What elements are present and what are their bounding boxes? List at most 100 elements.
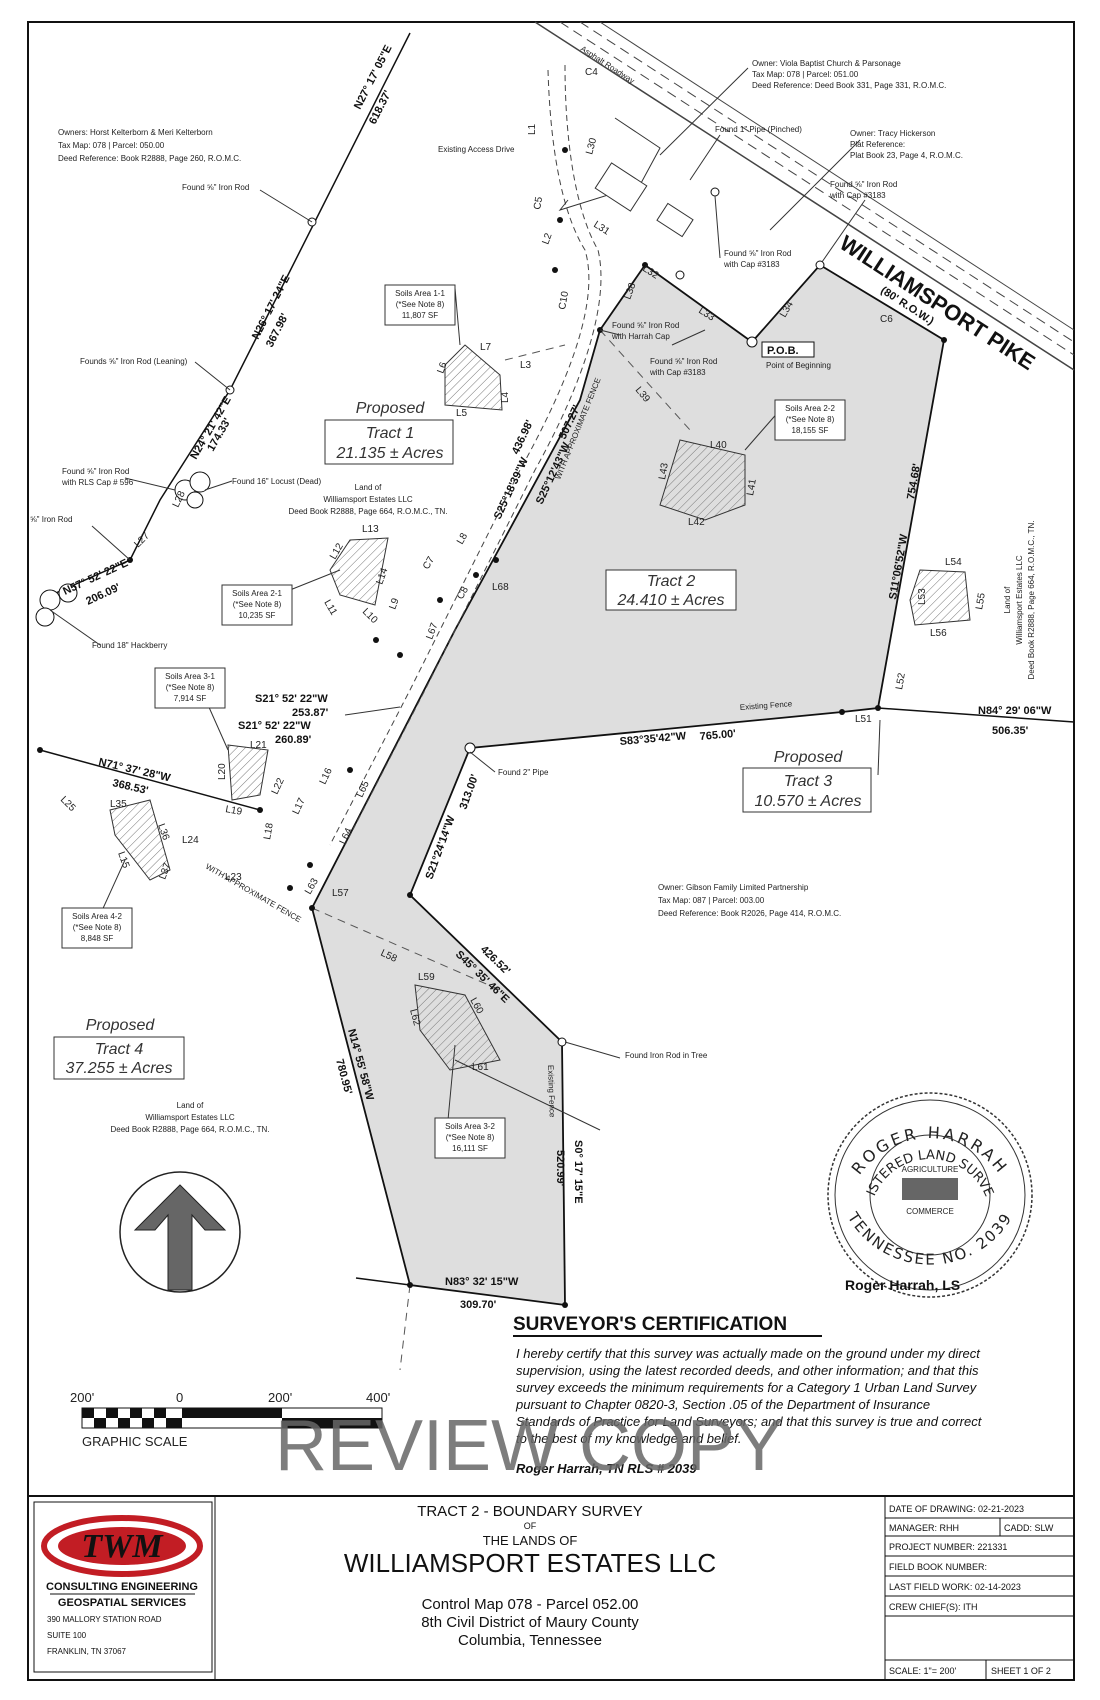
gibson-line-2: Tax Map: 087 | Parcel: 003.00 bbox=[658, 896, 765, 905]
soils-1-1-name: Soils Area 1-1 bbox=[395, 289, 445, 298]
twm-logo: TWM bbox=[41, 1515, 203, 1577]
line-l56: L56 bbox=[930, 628, 947, 639]
soils-4-2-name: Soils Area 4-2 bbox=[72, 912, 122, 921]
bearing-11: S21° 52' 22"W bbox=[238, 720, 311, 732]
note-rod-cap-3a: Found ⅝" Iron Rod bbox=[650, 357, 717, 366]
bearing-17: N83° 32' 15"W bbox=[445, 1276, 519, 1288]
firm-line-1: CONSULTING ENGINEERING bbox=[46, 1581, 198, 1593]
note-rod-harrah-a: Found ⅝" Iron Rod bbox=[612, 321, 679, 330]
kelterborn-line-1: Owners: Horst Kelterborn & Meri Kelterbo… bbox=[58, 128, 213, 137]
soils-box-2-2: Soils Area 2-2 (*See Note 8) 18,155 SF bbox=[774, 399, 846, 441]
pob-marker: P.O.B. Point of Beginning bbox=[761, 341, 831, 370]
note-pipe-2: Found 2" Pipe bbox=[498, 768, 549, 777]
line-c8: C8 bbox=[455, 585, 471, 602]
access-drive bbox=[329, 64, 602, 846]
cert-line-4: pursuant to Chapter 0820-3, Section .05 … bbox=[515, 1397, 930, 1412]
distance-15: 780.95' bbox=[333, 1058, 354, 1097]
seal-comm: COMMERCE bbox=[906, 1207, 954, 1216]
viola-line-3: Deed Reference: Deed Book 331, Page 331,… bbox=[752, 81, 946, 90]
soils-4-2-note: (*See Note 8) bbox=[73, 923, 122, 932]
soils-3-1-area: 7,914 SF bbox=[174, 694, 207, 703]
tract-4-area: 37.255 ± Acres bbox=[66, 1060, 173, 1077]
line-l1: L1 bbox=[527, 123, 538, 135]
soils-box-3-2: Soils Area 3-2 (*See Note 8) 16,111 SF bbox=[434, 1117, 506, 1159]
review-copy-watermark: REVIEW COPY bbox=[275, 1406, 783, 1486]
tract-1-label: Proposed Tract 1 21.135 ± Acres bbox=[324, 400, 454, 465]
line-l55: L55 bbox=[974, 592, 988, 611]
distance-5: 436.98' bbox=[510, 418, 536, 456]
line-c4: C4 bbox=[585, 67, 598, 78]
owner-hickerson: Owner: Tracy Hickerson Plat Reference: P… bbox=[850, 129, 963, 160]
line-l62: L62 bbox=[407, 1008, 422, 1027]
field-book-number: FIELD BOOK NUMBER: bbox=[889, 1562, 987, 1572]
line-l67: L67 bbox=[424, 621, 440, 641]
line-l25: L25 bbox=[58, 794, 78, 814]
kelterborn-line-2: Tax Map: 078 | Parcel: 050.00 bbox=[58, 141, 165, 150]
tract-4-proposed: Proposed bbox=[86, 1017, 156, 1034]
land-east-3: Deed Book R2888, Page 664, R.O.M.C., TN. bbox=[1027, 520, 1036, 679]
church-buildings bbox=[558, 117, 694, 238]
access-drive-label: Existing Access Drive bbox=[438, 145, 515, 154]
note-rod-rls-a: Found ⅝" Iron Rod bbox=[62, 467, 129, 476]
graphic-scale-title: GRAPHIC SCALE bbox=[82, 1434, 188, 1449]
note-rod-tree: Found Iron Rod in Tree bbox=[625, 1051, 708, 1060]
kelterborn-line-3: Deed Reference: Book R2888, Page 260, R.… bbox=[58, 154, 241, 163]
distance-10: 253.87' bbox=[292, 707, 329, 719]
north-arrow-icon bbox=[119, 1171, 241, 1293]
note-rod-fence: Found ⅝" Iron Rod bbox=[182, 183, 249, 192]
title-line-7: Columbia, Tennessee bbox=[458, 1632, 602, 1649]
line-l2: L2 bbox=[540, 231, 554, 246]
crew-chief: CREW CHIEF(S): ITH bbox=[889, 1602, 978, 1612]
line-l40: L40 bbox=[710, 440, 727, 451]
line-l30: L30 bbox=[584, 136, 599, 155]
soils-2-2-area: 18,155 SF bbox=[792, 426, 829, 435]
line-l19: L19 bbox=[224, 804, 243, 818]
logo-text: TWM bbox=[81, 1528, 164, 1565]
note-rod-cap-3b: with Cap #3183 bbox=[649, 368, 706, 377]
cert-title: SURVEYOR'S CERTIFICATION bbox=[513, 1314, 787, 1335]
tract-3-name: Tract 3 bbox=[784, 773, 833, 790]
scale-label-1: 200' bbox=[70, 1390, 94, 1405]
title-line-6: 8th Civil District of Maury County bbox=[421, 1614, 639, 1631]
firm-line-2: GEOSPATIAL SERVICES bbox=[58, 1597, 186, 1609]
seal-agri: AGRICULTURE bbox=[902, 1165, 959, 1174]
line-c5: C5 bbox=[532, 196, 545, 211]
line-l8: L8 bbox=[455, 531, 470, 547]
project-number: PROJECT NUMBER: 221331 bbox=[889, 1542, 1007, 1552]
line-l24: L24 bbox=[182, 835, 199, 846]
manager: MANAGER: RHH bbox=[889, 1523, 959, 1533]
gibson-line-1: Owner: Gibson Family Limited Partnership bbox=[658, 883, 809, 892]
viola-line-2: Tax Map: 078 | Parcel: 051.00 bbox=[752, 70, 859, 79]
tract-1-area: 21.135 ± Acres bbox=[336, 445, 444, 462]
bearing-16: S0° 17' 15"E bbox=[572, 1140, 584, 1204]
title-line-1: TRACT 2 - BOUNDARY SURVEY bbox=[417, 1503, 643, 1520]
existing-fence-label-2: Existing Fence bbox=[546, 1065, 557, 1118]
graphic-scale: 200' 0 200' 400' GRAPHIC SCALE bbox=[70, 1390, 390, 1449]
line-l68: L68 bbox=[492, 582, 509, 593]
note-rod-cap-2b: with Cap #3183 bbox=[723, 260, 780, 269]
line-l3: L3 bbox=[520, 360, 532, 371]
addr-line-3: FRANKLIN, TN 37067 bbox=[47, 1647, 127, 1656]
tract-2-name: Tract 2 bbox=[647, 573, 696, 590]
tract-4-name: Tract 4 bbox=[95, 1041, 144, 1058]
line-l4: L4 bbox=[500, 391, 511, 403]
note-pipe-pinched: Found 1" Pipe (Pinched) bbox=[715, 125, 802, 134]
cert-line-1: I hereby certify that this survey was ac… bbox=[516, 1346, 981, 1361]
line-c6: C6 bbox=[880, 314, 893, 325]
last-field-work: LAST FIELD WORK: 02-14-2023 bbox=[889, 1582, 1021, 1592]
scale-label-4: 400' bbox=[366, 1390, 390, 1405]
line-l59: L59 bbox=[418, 972, 435, 983]
land-west-1: Land of bbox=[177, 1101, 204, 1110]
existing-fence-label: Existing Fence bbox=[740, 699, 794, 712]
scale-label-2: 0 bbox=[176, 1390, 183, 1405]
soils-1-1-note: (*See Note 8) bbox=[396, 300, 445, 309]
soils-box-2-1: Soils Area 2-1 (*See Note 8) 10,235 SF bbox=[221, 584, 293, 626]
distance-12: 368.53' bbox=[111, 777, 149, 797]
title-line-5: Control Map 078 - Parcel 052.00 bbox=[422, 1596, 639, 1613]
soils-box-3-1: Soils Area 3-1 (*See Note 8) 7,914 SF bbox=[154, 667, 226, 709]
tract-3-area: 10.570 ± Acres bbox=[755, 793, 862, 810]
line-l22: L22 bbox=[270, 776, 287, 796]
soils-areas bbox=[109, 344, 971, 1071]
line-l57: L57 bbox=[332, 888, 349, 899]
note-rod-w: ⅝" Iron Rod bbox=[30, 515, 72, 524]
